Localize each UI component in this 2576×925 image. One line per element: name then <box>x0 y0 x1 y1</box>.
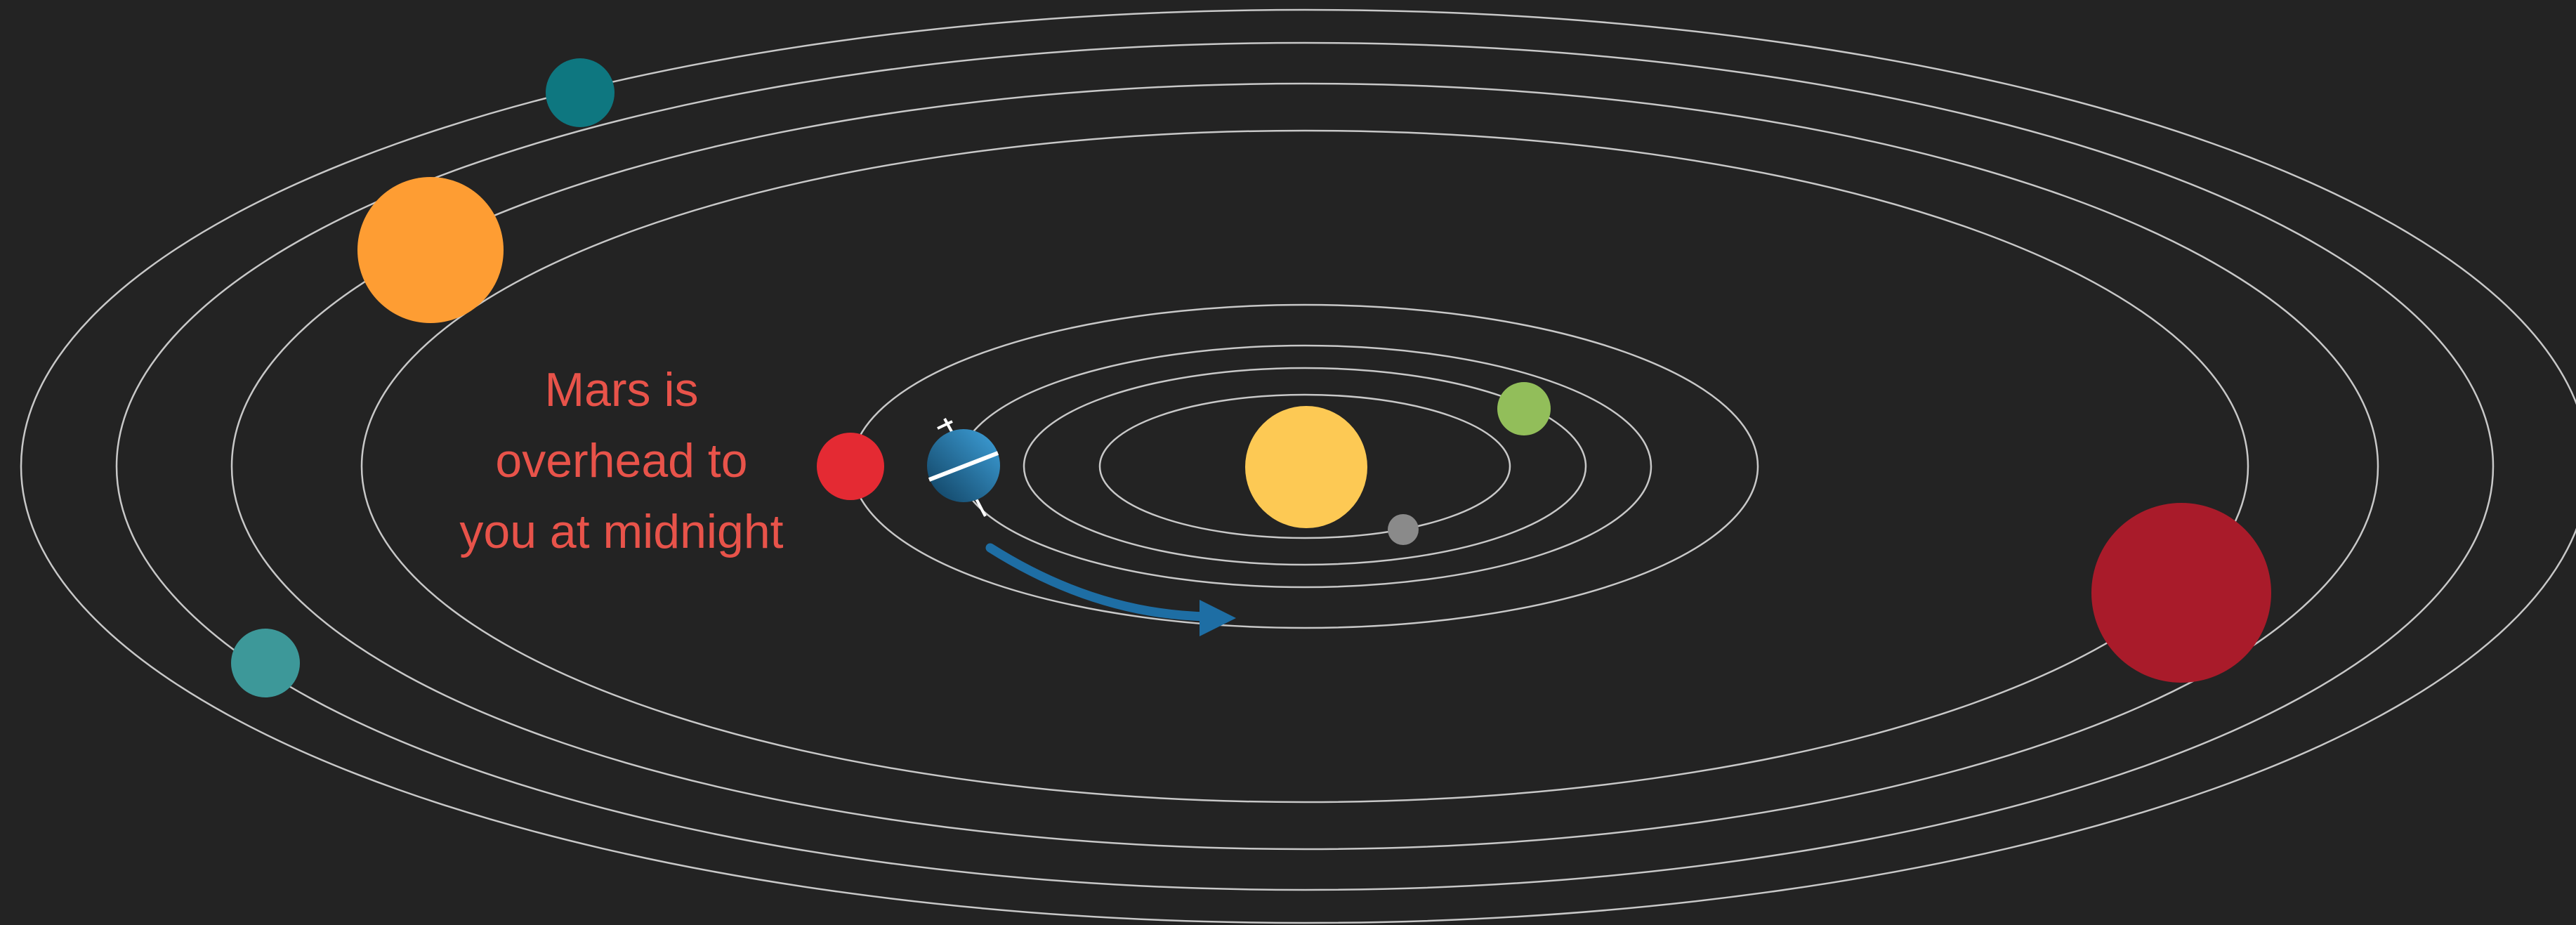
caption-line-1: Mars is <box>544 363 699 416</box>
earth-axis-marker <box>937 420 953 430</box>
planet-jupiter <box>2091 503 2271 683</box>
orbit-lines <box>20 8 2576 924</box>
planet-earth <box>927 418 1000 517</box>
orbit-mercury <box>1098 393 1511 539</box>
planet-mars <box>817 433 884 500</box>
arrow-shaft <box>985 543 1213 622</box>
orbit-venus <box>1023 367 1587 566</box>
caption-line-3: you at midnight <box>459 505 784 558</box>
orbit-saturn <box>230 82 2379 851</box>
caption-line-2: overhead to <box>495 434 748 487</box>
planet-neptune <box>231 629 300 697</box>
earth-axis-bottom <box>975 498 987 517</box>
mars-caption: Mars is overhead to you at midnight <box>393 355 850 568</box>
arrow-head <box>1200 600 1236 636</box>
sun <box>1245 406 1367 528</box>
planet-mercury <box>1388 514 1419 545</box>
orbit-neptune <box>20 8 2576 924</box>
earth-equator <box>928 451 999 482</box>
planet-venus <box>1497 382 1551 435</box>
planet-saturn <box>357 177 504 323</box>
planet-uranus <box>546 58 615 127</box>
orbit-uranus <box>115 41 2495 891</box>
orbit-jupiter <box>360 129 2249 803</box>
orbit-direction-arrow <box>985 543 1236 636</box>
